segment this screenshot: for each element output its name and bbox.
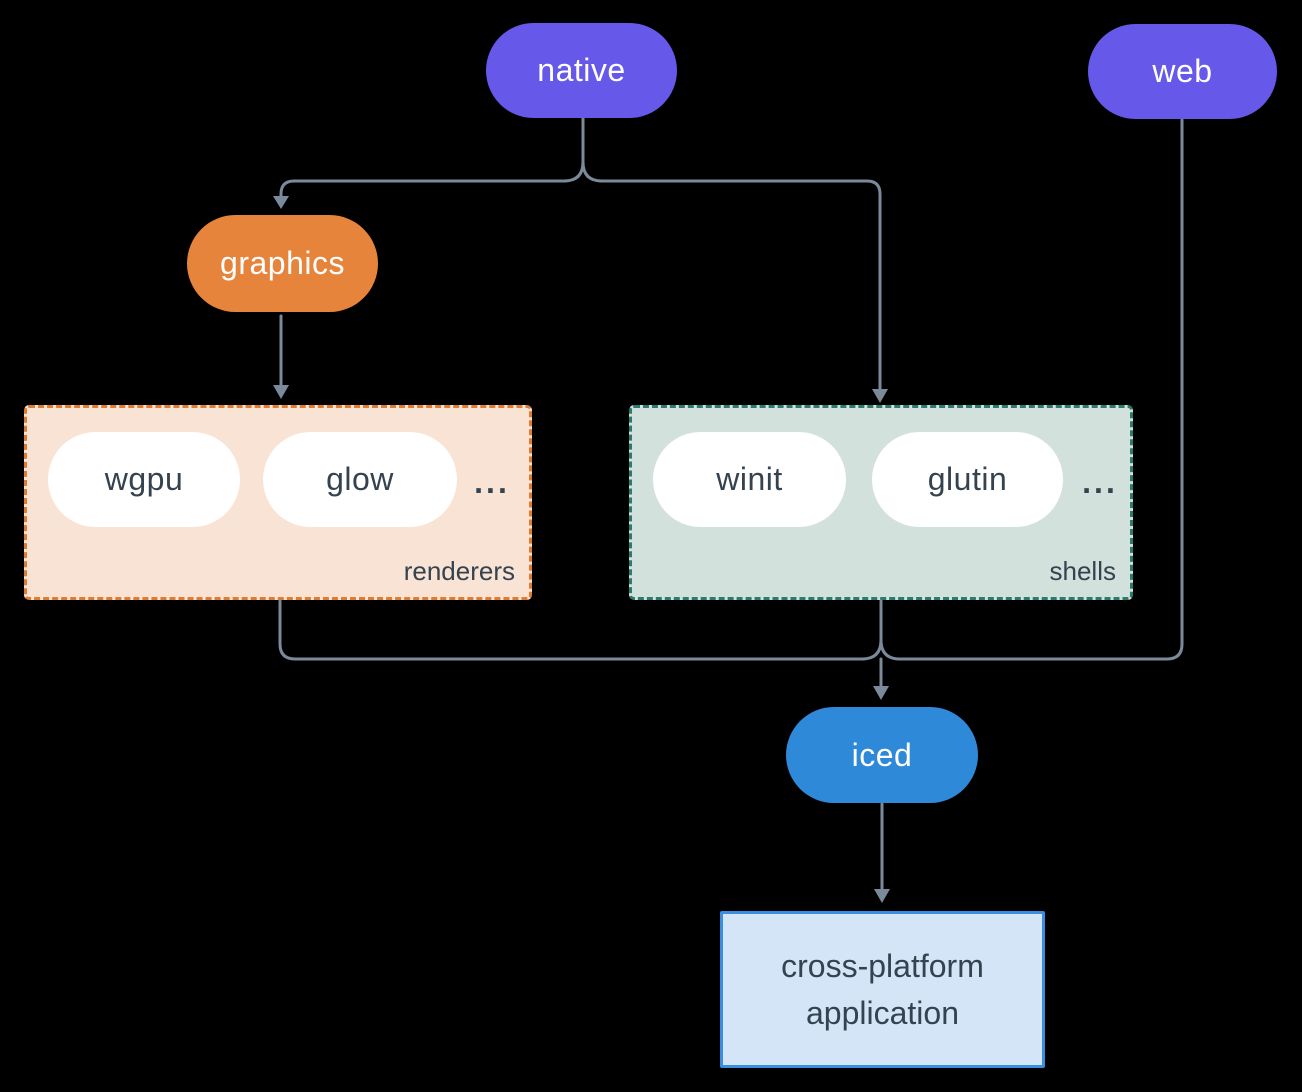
arrowhead-into-shells: [872, 389, 888, 403]
arrowhead-into-iced: [873, 686, 889, 700]
edge-native-to-shells: [598, 179, 882, 391]
node-winit-label: winit: [716, 461, 783, 497]
edge-renderers-to-merge: [278, 599, 866, 661]
group-shells: winit glutin ... shells: [629, 405, 1133, 600]
edge-shells-flare-right: [879, 638, 902, 661]
app-label-line2: application: [806, 994, 959, 1031]
renderers-ellipsis: ...: [474, 464, 510, 500]
arrowhead-into-graphics: [273, 196, 289, 209]
node-cross-platform-application: cross-platform application: [720, 911, 1045, 1068]
node-native-label: native: [537, 52, 626, 88]
node-iced: iced: [786, 707, 978, 803]
edge-native-flare-left: [562, 160, 585, 183]
node-glow: glow: [263, 432, 457, 527]
arrowhead-into-renderers: [273, 385, 289, 399]
shells-ellipsis: ...: [1082, 464, 1118, 500]
node-native: native: [486, 23, 677, 118]
node-wgpu: wgpu: [48, 432, 240, 527]
node-glutin: glutin: [872, 432, 1063, 527]
arrowhead-into-app: [874, 889, 890, 903]
renderers-group-label: renderers: [403, 556, 515, 586]
node-glutin-label: glutin: [927, 461, 1008, 497]
edge-shells-flare-left: [860, 638, 883, 661]
shells-group-label: shells: [1049, 556, 1116, 586]
app-label-line1: cross-platform: [781, 948, 984, 985]
node-wgpu-label: wgpu: [104, 461, 184, 497]
node-web: web: [1088, 24, 1277, 119]
node-glow-label: glow: [326, 461, 394, 497]
node-graphics-label: graphics: [220, 245, 345, 281]
group-renderers: wgpu glow ... renderers: [24, 405, 532, 600]
node-iced-label: iced: [851, 736, 913, 773]
node-web-label: web: [1152, 53, 1213, 89]
edge-native-flare-right: [581, 160, 604, 183]
edge-native-to-graphics: [279, 179, 568, 198]
node-graphics: graphics: [187, 215, 378, 312]
edge-web-to-merge: [896, 118, 1184, 661]
node-winit: winit: [653, 432, 846, 527]
